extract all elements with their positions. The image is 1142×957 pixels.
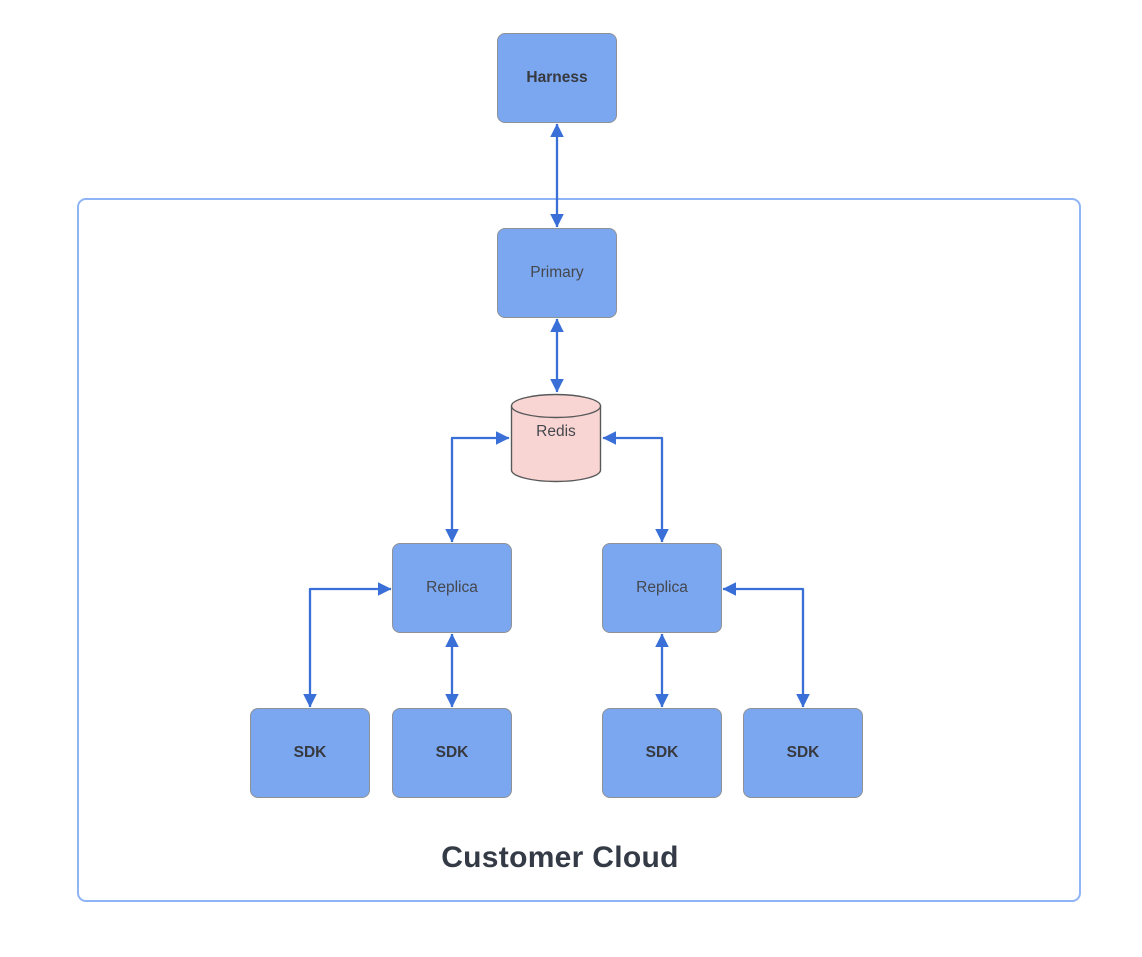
node-sdk-1: SDK	[250, 708, 370, 798]
node-sdk-3-label: SDK	[645, 744, 679, 761]
node-replica-left-label: Replica	[426, 579, 478, 596]
node-sdk-4-label: SDK	[786, 744, 820, 761]
node-sdk-2-label: SDK	[435, 744, 469, 761]
node-replica-left: Replica	[392, 543, 512, 633]
node-sdk-2: SDK	[392, 708, 512, 798]
node-sdk-1-label: SDK	[293, 744, 327, 761]
cylinder-shape-icon	[510, 393, 602, 483]
node-sdk-3: SDK	[602, 708, 722, 798]
customer-cloud-label: Customer Cloud	[441, 841, 679, 874]
node-harness-label: Harness	[526, 69, 588, 86]
node-replica-right: Replica	[602, 543, 722, 633]
node-redis: Redis	[510, 393, 602, 483]
node-primary-label: Primary	[530, 264, 584, 281]
customer-cloud-container	[77, 198, 1081, 902]
node-sdk-4: SDK	[743, 708, 863, 798]
node-harness: Harness	[497, 33, 617, 123]
node-redis-label: Redis	[536, 423, 576, 440]
node-replica-right-label: Replica	[636, 579, 688, 596]
node-primary: Primary	[497, 228, 617, 318]
